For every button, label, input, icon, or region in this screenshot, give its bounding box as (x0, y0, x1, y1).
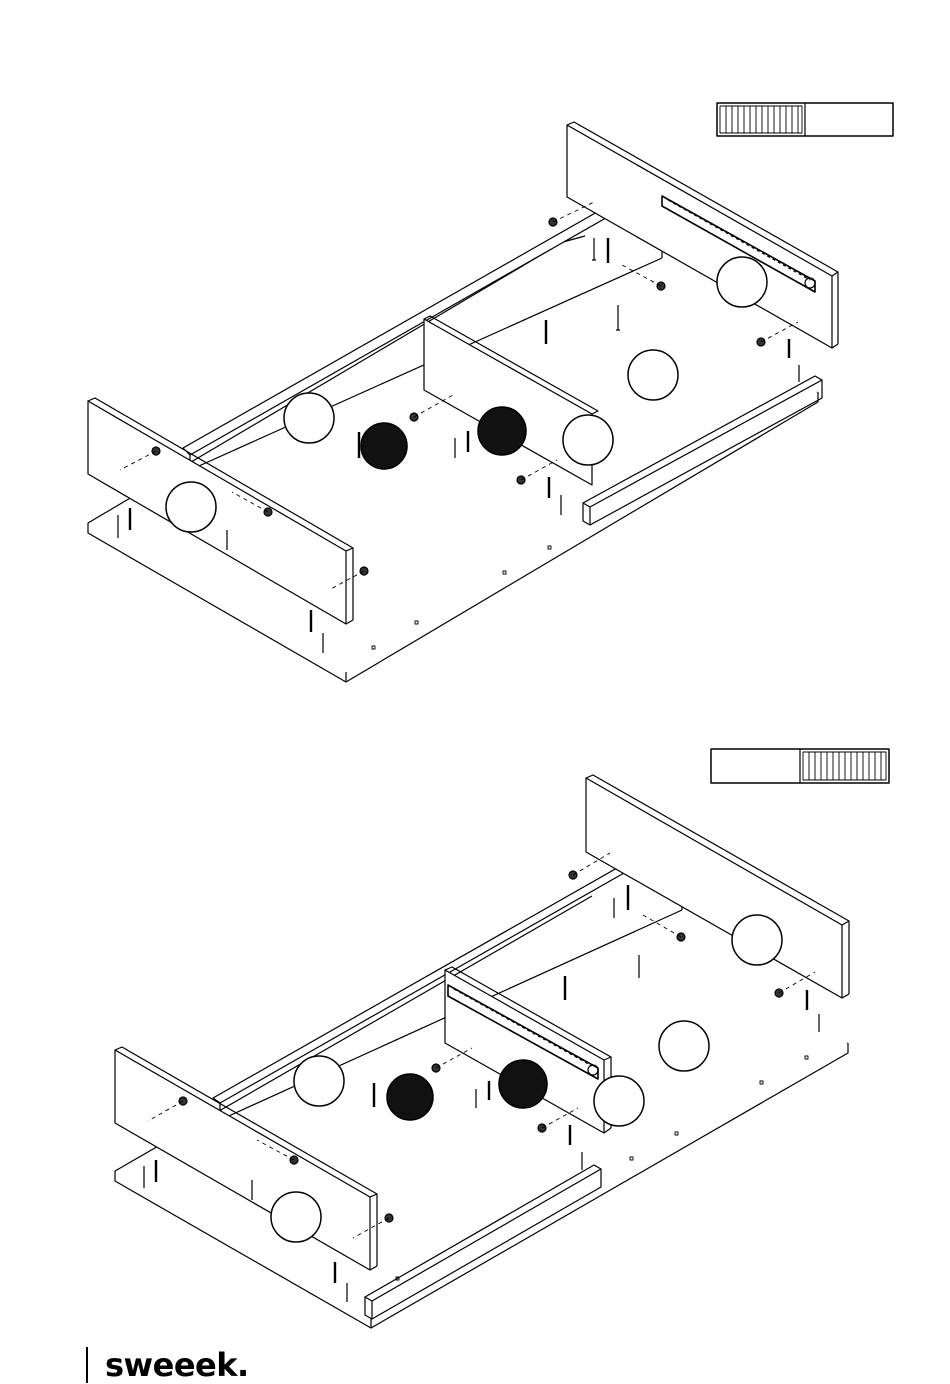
step-lower (115, 749, 889, 1328)
brand-logo: sweeek. (86, 1346, 249, 1383)
orientation-indicator (711, 749, 889, 783)
brand-name: sweeek. (105, 1349, 249, 1381)
brand-divider (86, 1347, 88, 1383)
orientation-indicator (717, 103, 893, 136)
base-board (115, 896, 848, 1328)
right-side-panel (586, 775, 849, 998)
right-side-panel (567, 122, 838, 348)
step-upper (88, 103, 893, 682)
